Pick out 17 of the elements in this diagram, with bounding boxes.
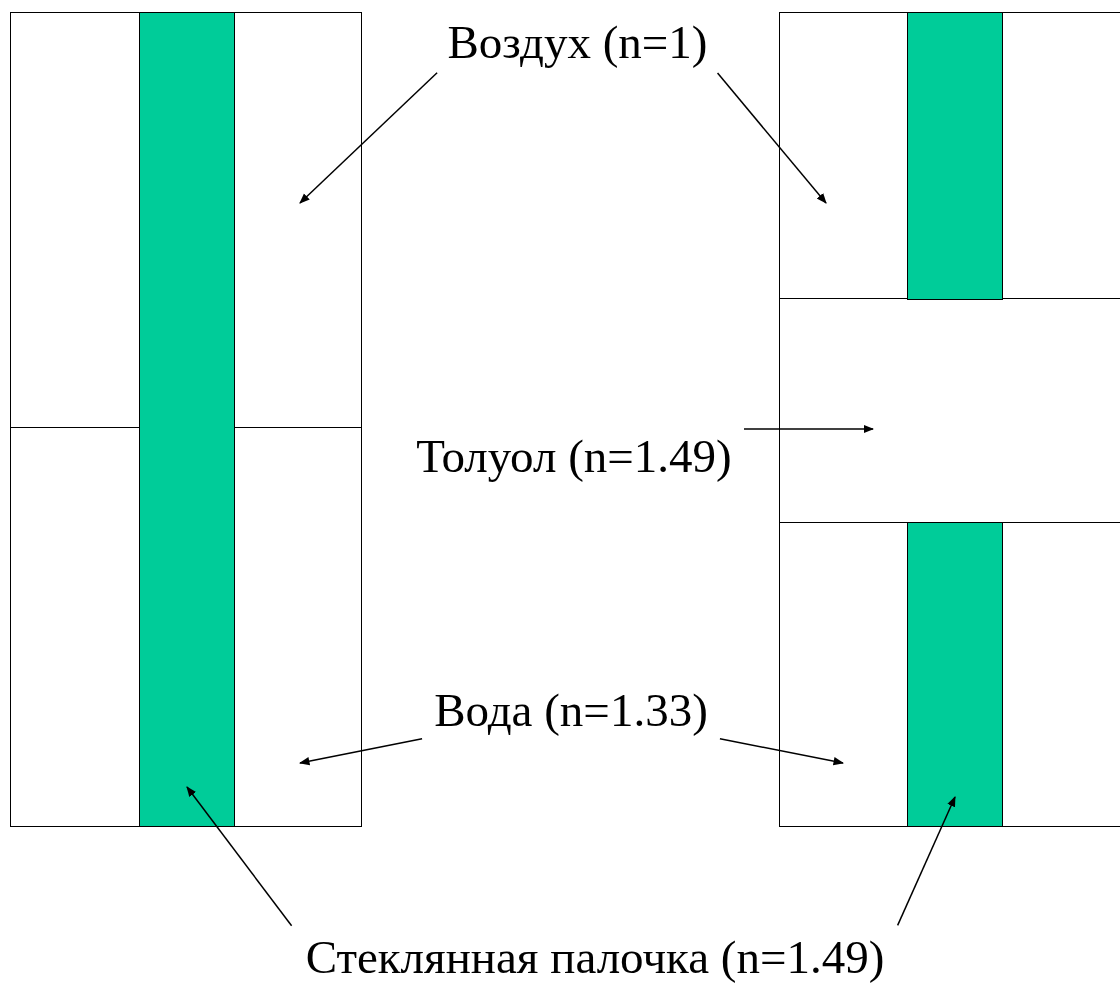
vessel-section: [779, 298, 1120, 524]
material-label: Стеклянная палочка (n=1.49): [294, 929, 896, 985]
vessel-section: [779, 12, 1120, 300]
leader-line: [299, 72, 438, 204]
leader-line: [896, 796, 956, 927]
leader-line: [719, 738, 845, 766]
material-label: Вода (n=1.33): [426, 682, 716, 738]
leader-line: [186, 786, 293, 927]
material-label: Воздух (n=1): [440, 14, 715, 70]
leader-line: [716, 72, 827, 204]
glass-rod: [139, 12, 235, 827]
glass-rod: [907, 11, 1003, 300]
leader-line: [743, 424, 875, 434]
leader-line: [298, 738, 423, 766]
vessel-section: [779, 522, 1120, 827]
material-label: Толуол (n=1.49): [408, 428, 740, 484]
glass-rod: [907, 521, 1003, 827]
